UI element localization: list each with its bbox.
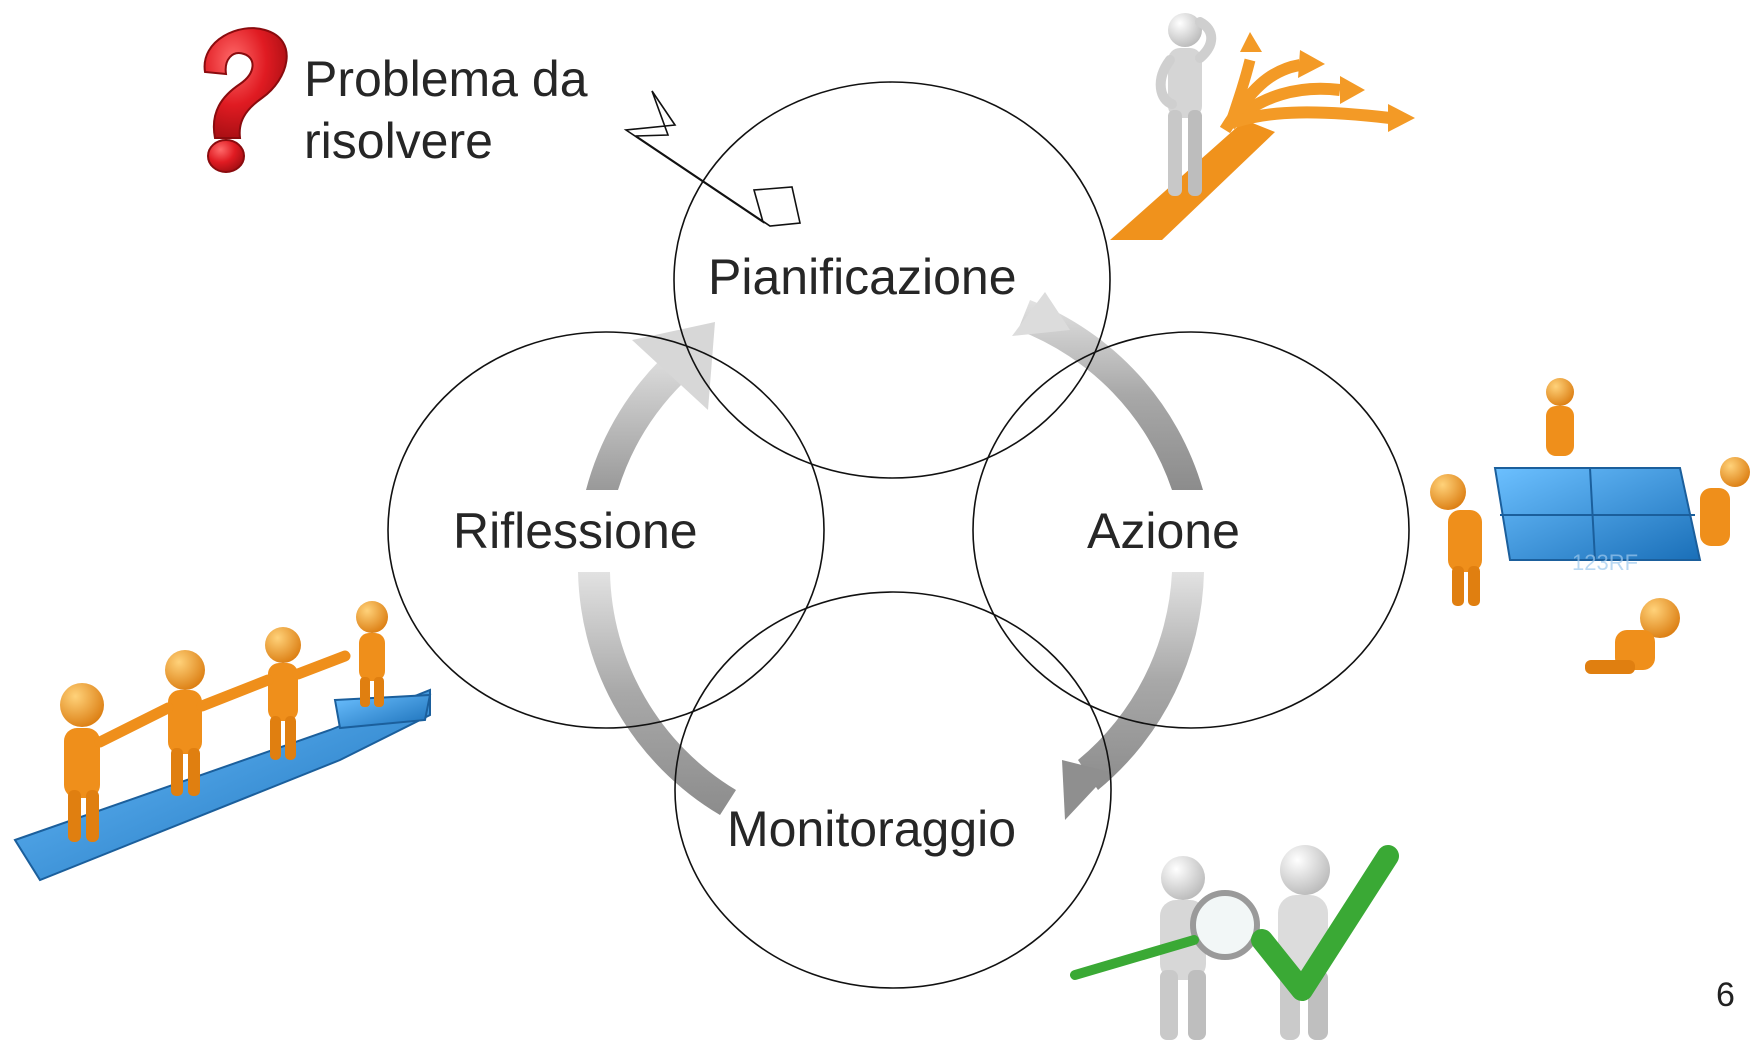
watermark-text: 123RF bbox=[1572, 550, 1638, 575]
cycle-circles bbox=[387, 81, 1410, 989]
arrow-reflection-to-planning bbox=[586, 360, 684, 490]
circle-action bbox=[972, 331, 1410, 729]
arrow-monitoring-to-reflection bbox=[578, 572, 736, 815]
circle-reflection bbox=[387, 331, 825, 729]
arrow-planning-to-action bbox=[1018, 300, 1203, 490]
circle-planning bbox=[673, 81, 1111, 479]
arrow-action-to-monitoring bbox=[1078, 572, 1204, 790]
problem-label: Problema da risolvere bbox=[304, 48, 644, 172]
page-number: 6 bbox=[1716, 976, 1735, 1014]
arrow-action-to-monitoring-head bbox=[1062, 760, 1110, 820]
question-mark-icon bbox=[203, 27, 288, 173]
node-label-reflection: Riflessione bbox=[453, 503, 698, 559]
circle-monitoring bbox=[674, 591, 1112, 989]
problem-line-1: Problema da bbox=[304, 51, 588, 107]
node-label-monitoring: Monitoraggio bbox=[727, 801, 1017, 857]
problem-line-2: risolvere bbox=[304, 113, 493, 169]
arrow-planning-to-action-head bbox=[1012, 292, 1070, 336]
node-label-action: Azione bbox=[1087, 503, 1240, 559]
chain-figures-illustration bbox=[13, 601, 432, 882]
inspection-figures-illustration bbox=[1070, 845, 1399, 1040]
crossroads-figure-illustration bbox=[1110, 13, 1415, 240]
problem-block-arrow bbox=[623, 90, 801, 227]
arrow-reflection-to-planning-head bbox=[632, 322, 715, 410]
puzzle-team-illustration: 123RF bbox=[1430, 378, 1750, 674]
node-label-planning: Pianificazione bbox=[708, 249, 1017, 305]
cycle-arrows bbox=[578, 292, 1204, 820]
